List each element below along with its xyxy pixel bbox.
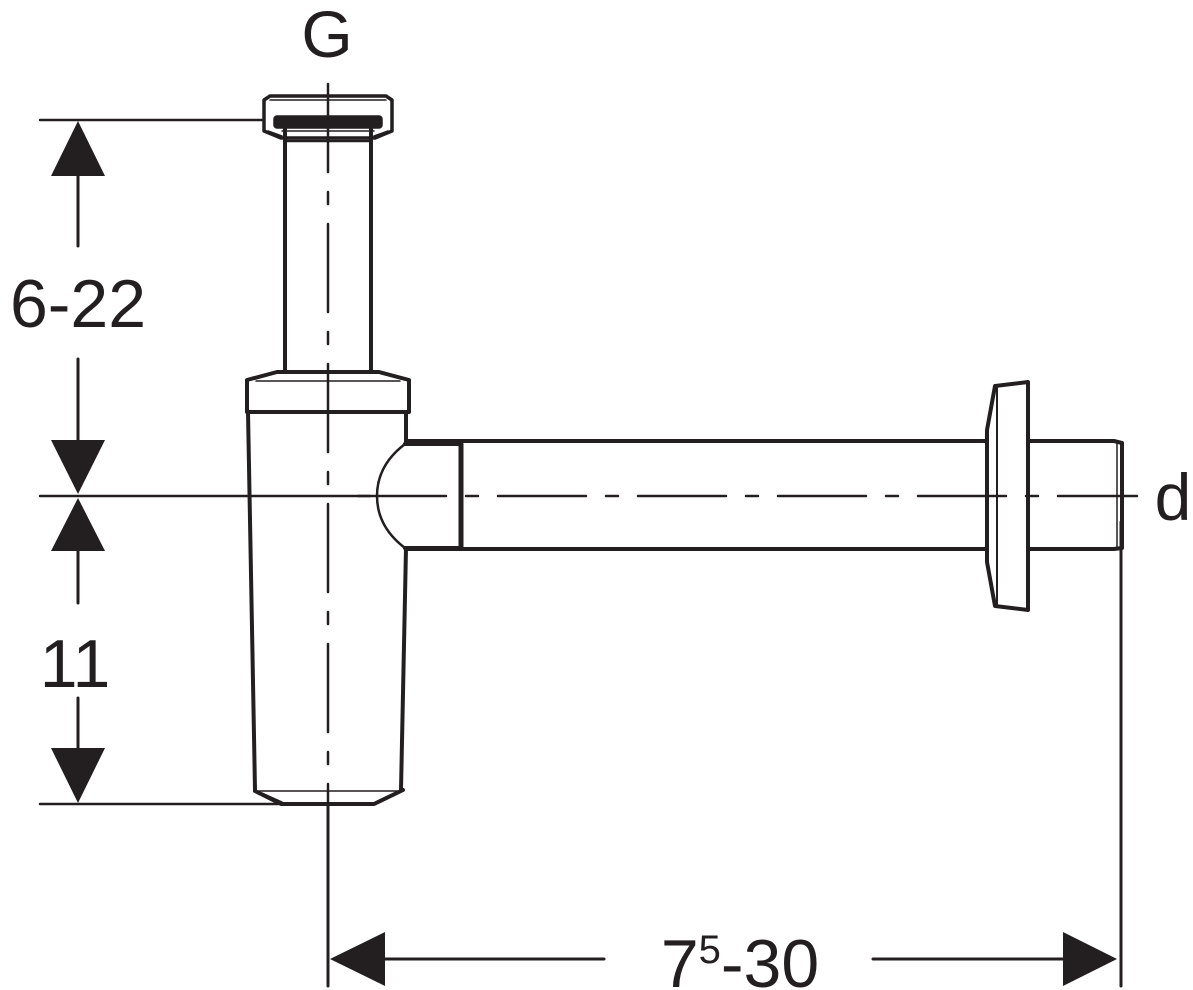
lower-height-label: 11 (40, 626, 111, 702)
dimension-reference-lines (38, 118, 372, 806)
outlet-pipe (375, 439, 989, 551)
top-flange (262, 94, 394, 140)
horizontal-range-base: 7 (661, 926, 699, 990)
height-range-label: 6-22 (10, 266, 146, 342)
arrowhead-down-icon (51, 748, 105, 803)
arrowhead-up-icon (51, 121, 105, 176)
arrowhead-left-icon (330, 932, 385, 986)
horizontal-range-superscript: 5 (699, 928, 721, 972)
vertical-dimension-6-22 (51, 121, 105, 494)
bottle-trap-body (245, 370, 411, 806)
top-connection-label: G (301, 0, 352, 71)
arrowhead-right-icon (1063, 932, 1117, 986)
immersion-tube (283, 125, 373, 373)
vertical-dimension-11 (51, 498, 105, 803)
arrowhead-down-icon (51, 440, 105, 494)
horizontal-range-label: 75-30 (661, 926, 819, 990)
horizontal-range-rest: -30 (721, 926, 819, 990)
wall-pipe-end (1026, 439, 1124, 551)
horizontal-dimension-7-30 (326, 520, 1123, 988)
outlet-connection-label: d (1155, 460, 1192, 534)
arrowhead-up-icon (51, 498, 105, 551)
wall-rosette (985, 380, 1030, 612)
